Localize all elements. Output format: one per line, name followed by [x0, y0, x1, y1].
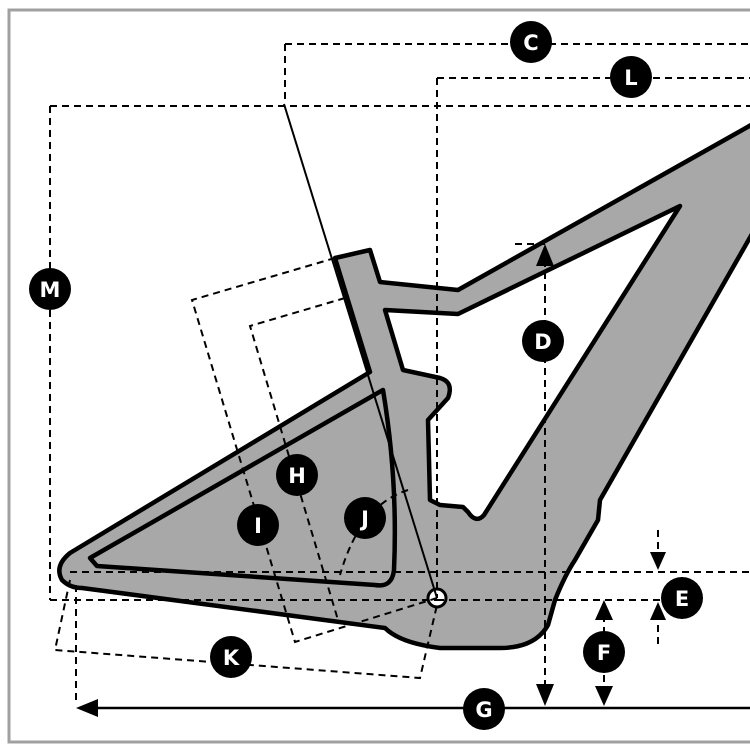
dim-h-line	[190, 257, 438, 644]
dim-d-arrow-down	[536, 684, 554, 706]
label-c-badge: C	[510, 21, 552, 63]
label-d-text: D	[534, 330, 551, 354]
label-i-text: I	[254, 514, 262, 538]
label-k-badge: K	[210, 636, 252, 678]
dim-f-arrow-up	[595, 600, 613, 620]
label-l-text: L	[624, 66, 637, 90]
bike-frame	[57, 123, 750, 651]
label-d-badge: D	[522, 320, 564, 362]
label-g-text: G	[475, 698, 492, 722]
label-e-text: E	[675, 587, 689, 611]
label-j-text: J	[359, 507, 369, 531]
label-i-badge: I	[237, 504, 279, 546]
label-l-badge: L	[610, 56, 652, 98]
outer-border	[7, 8, 750, 744]
label-j-badge: J	[344, 497, 386, 539]
label-g-badge: G	[463, 688, 505, 730]
dim-g-arrow	[76, 699, 98, 717]
label-c-text: C	[523, 31, 538, 55]
dim-f-arrow-down	[595, 686, 613, 706]
label-f-text: F	[597, 641, 611, 665]
dim-d-arrow-up	[536, 244, 554, 266]
dim-e-arrow-up	[650, 602, 666, 620]
label-f-badge: F	[583, 631, 625, 673]
label-k-text: K	[223, 646, 240, 670]
label-m-badge: M	[29, 268, 71, 310]
seat-tube-axis	[283, 103, 438, 599]
dim-e-arrow-down	[650, 552, 666, 570]
label-h-badge: H	[276, 454, 318, 496]
dim-i-line	[248, 297, 346, 621]
label-e-badge: E	[661, 577, 703, 619]
label-h-text: H	[288, 464, 306, 488]
label-m-text: M	[40, 278, 61, 302]
